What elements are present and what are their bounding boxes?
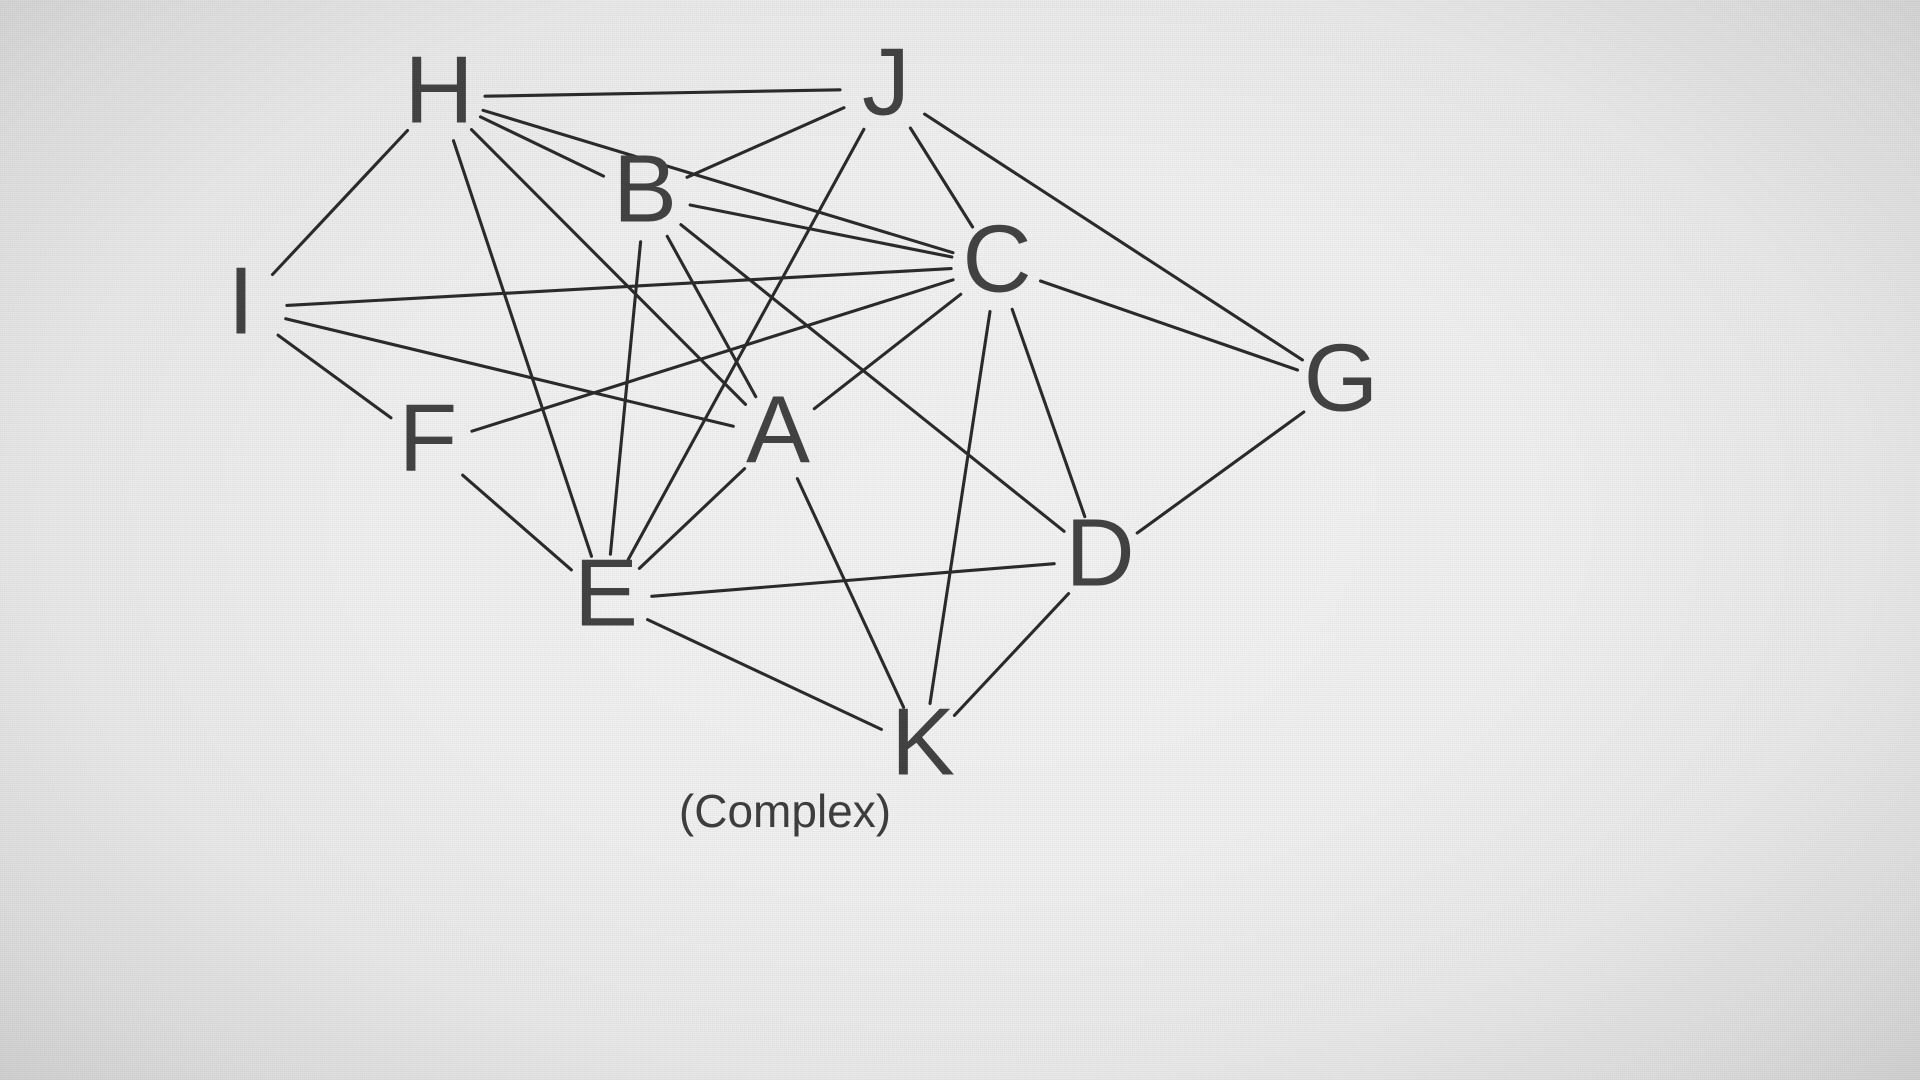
node-layer: A B C D E F G H I J K [228,28,1379,795]
graph-edge-C-A [812,292,963,411]
graph-edge-H-E [451,139,594,558]
graph-edge-C-F [470,278,955,433]
graph-edge-I-A [284,317,735,428]
graph-node-A: A [746,376,810,483]
graph-edge-C-K [928,309,992,706]
diagram-caption: (Complex) [679,785,891,837]
graph-edge-C-I [285,267,953,307]
edge-layer [270,88,1306,731]
graph-node-F: F [399,384,458,491]
graph-edge-D-E [650,562,1056,598]
graph-edge-G-D [1135,410,1306,535]
graph-edge-B-E [608,240,643,556]
graph-edge-C-D [1010,307,1087,519]
graph-node-D: D [1065,499,1134,606]
graph-edge-C-G [1038,279,1300,372]
graph-edge-H-B [478,115,606,178]
graph-edge-E-A [637,467,747,570]
graph-edge-J-G [923,112,1304,362]
graph-edge-E-F [461,473,573,572]
graph-edge-B-A [665,234,758,399]
graph-edge-E-K [646,618,883,731]
graph-node-G: G [1304,324,1379,431]
graph-edge-B-C [688,203,954,259]
graph-node-J: J [862,28,910,135]
graph-node-C: C [962,205,1031,312]
graph-node-K: K [891,688,955,795]
graph-edge-H-C [481,108,955,255]
graph-edge-B-D [679,223,1066,533]
graph-edge-A-K [795,477,906,709]
graph-node-B: B [613,135,677,242]
graph-node-E: E [574,539,638,646]
graph-edge-I-F [276,333,393,420]
graph-edge-D-K [952,592,1071,717]
graph-edge-B-J [685,106,846,179]
graph-node-H: H [404,36,473,143]
graph-edge-H-I [270,128,410,277]
graph-edge-H-J [483,88,842,98]
graph-node-I: I [228,247,255,354]
graph-edge-J-C [908,126,975,229]
